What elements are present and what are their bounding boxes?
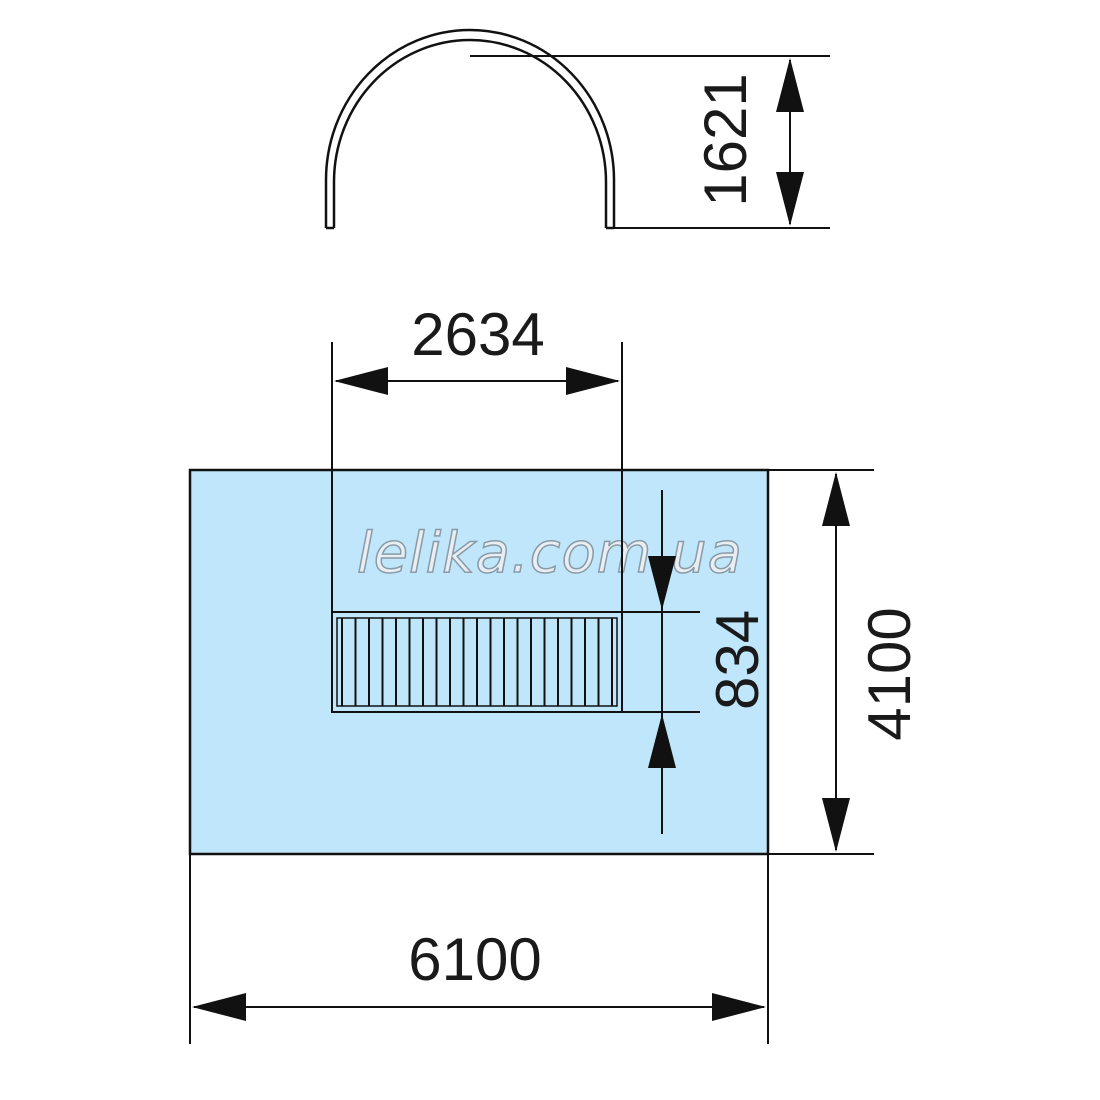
watermark: lelika.com.ua xyxy=(357,521,743,586)
arrow-left-icon xyxy=(334,367,388,395)
arrow-right-icon xyxy=(712,993,766,1021)
opening-depth-label: 834 xyxy=(704,610,771,710)
area-width-label: 6100 xyxy=(408,926,541,993)
arch-elevation xyxy=(324,28,616,230)
arch-height-label: 1621 xyxy=(692,73,759,206)
arrow-down-icon xyxy=(822,798,850,852)
grate-slats xyxy=(341,618,613,706)
arrow-up-icon xyxy=(648,714,676,768)
area-depth-dimension: 4100 xyxy=(768,469,923,855)
arrow-left-icon xyxy=(192,993,246,1021)
opening-depth-dimension: 834 xyxy=(622,490,771,834)
arrow-up-icon xyxy=(776,58,804,112)
opening-width-dimension: 2634 xyxy=(331,301,623,712)
grate-opening xyxy=(331,611,623,713)
arch-height-dimension: 1621 xyxy=(470,55,830,229)
area-depth-label: 4100 xyxy=(856,607,923,740)
arrow-down-icon xyxy=(776,172,804,226)
arrow-up-icon xyxy=(822,472,850,526)
arrow-right-icon xyxy=(566,367,620,395)
arrow-down-icon xyxy=(648,556,676,610)
opening-width-label: 2634 xyxy=(411,301,544,368)
area-width-dimension: 6100 xyxy=(189,854,769,1044)
